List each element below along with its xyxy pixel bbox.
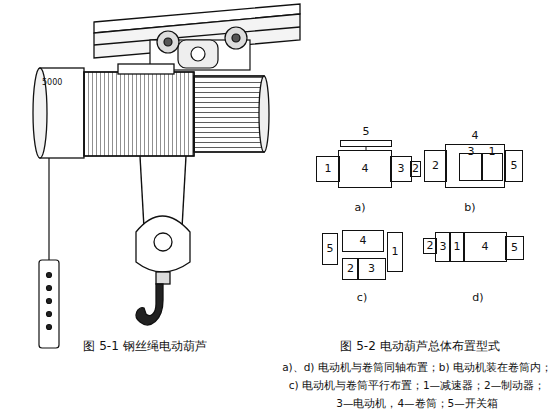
layout-box: 4	[338, 150, 392, 188]
figure-caption: 图 5-2 电动葫芦总体布置型式	[340, 339, 499, 353]
part-number: 5	[506, 151, 522, 171]
caption-note: a)、d) 电动机与卷筒同轴布置；b) 电动机装在卷筒内；	[282, 361, 552, 373]
sub-label: c)	[357, 291, 367, 304]
figure-caption: 图 5-1 钢丝绳电动葫芦	[83, 339, 206, 353]
hoist-body	[33, 64, 269, 158]
part-number: 1	[482, 139, 502, 157]
layout-box: 5	[505, 236, 524, 260]
part-number: 4	[446, 130, 504, 141]
hook-block	[136, 216, 190, 325]
layout-box: 2	[410, 161, 421, 177]
part-number: 4	[343, 231, 383, 246]
layout-box: 5	[322, 233, 338, 265]
layout-box: 2	[424, 150, 447, 182]
part-number: 3	[436, 233, 450, 252]
layout-box: 5	[505, 150, 523, 182]
part-number: 3	[460, 139, 482, 157]
part-number: 2	[411, 162, 420, 174]
layout-box: 3	[390, 156, 412, 182]
layout-box: 1	[316, 156, 340, 182]
part-number: 4	[339, 151, 391, 174]
part-number: 3	[358, 259, 385, 274]
sub-label: d)	[472, 291, 483, 304]
part-number: 5	[506, 237, 523, 253]
sub-label: 5000	[42, 78, 62, 87]
layout-box: 4	[342, 230, 384, 252]
layout-box: 4	[463, 232, 507, 262]
layout-box: 3	[459, 153, 483, 181]
sub-label: b)	[464, 201, 475, 214]
layout-box: 5	[340, 140, 392, 147]
layout-box: 431	[445, 144, 505, 188]
part-number: 3	[391, 157, 411, 174]
layout-box: 3	[357, 258, 386, 280]
part-number: 4	[464, 233, 506, 252]
sub-label: a)	[354, 201, 365, 214]
part-number: 1	[450, 233, 464, 252]
part-number: 1	[388, 233, 402, 257]
layout-box: 1	[481, 153, 503, 181]
layout-box: 1	[387, 232, 403, 272]
part-number: 5	[323, 234, 337, 254]
pendant-control	[39, 158, 59, 348]
part-number: 5	[341, 126, 391, 137]
caption-note: c) 电动机与卷筒平行布置；1—减速器；2—制动器；	[289, 379, 546, 391]
part-number: 2	[343, 259, 358, 274]
caption-note: 3—电动机，4—卷筒；5—开关箱	[336, 397, 498, 409]
part-number: 1	[317, 157, 339, 174]
part-number: 2	[425, 151, 446, 171]
